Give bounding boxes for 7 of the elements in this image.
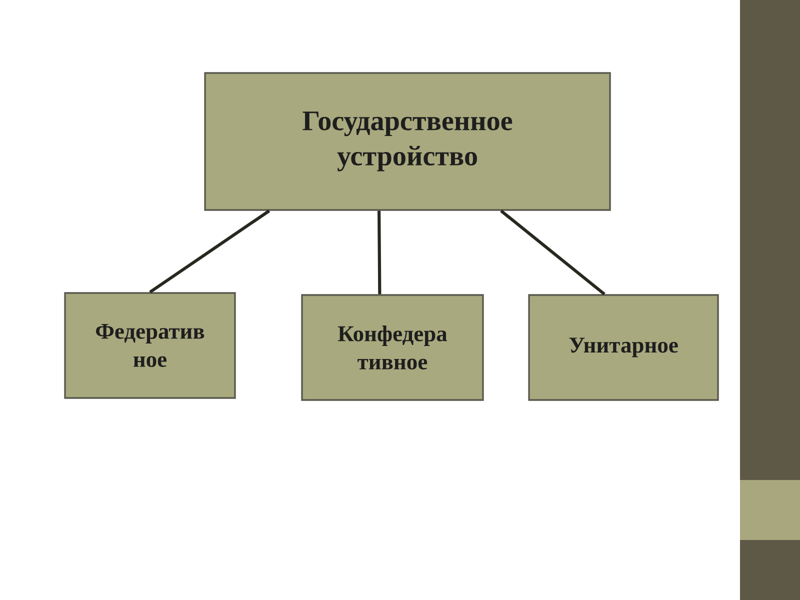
- connector-line: [149, 210, 270, 294]
- connector-line: [378, 210, 382, 294]
- category-box: Конфедера тивное: [301, 294, 484, 401]
- category-box: Федератив ное: [64, 292, 236, 399]
- connector-line: [500, 210, 606, 296]
- category-box: Унитарное: [528, 294, 719, 401]
- root-box: Государственное устройство: [204, 72, 611, 211]
